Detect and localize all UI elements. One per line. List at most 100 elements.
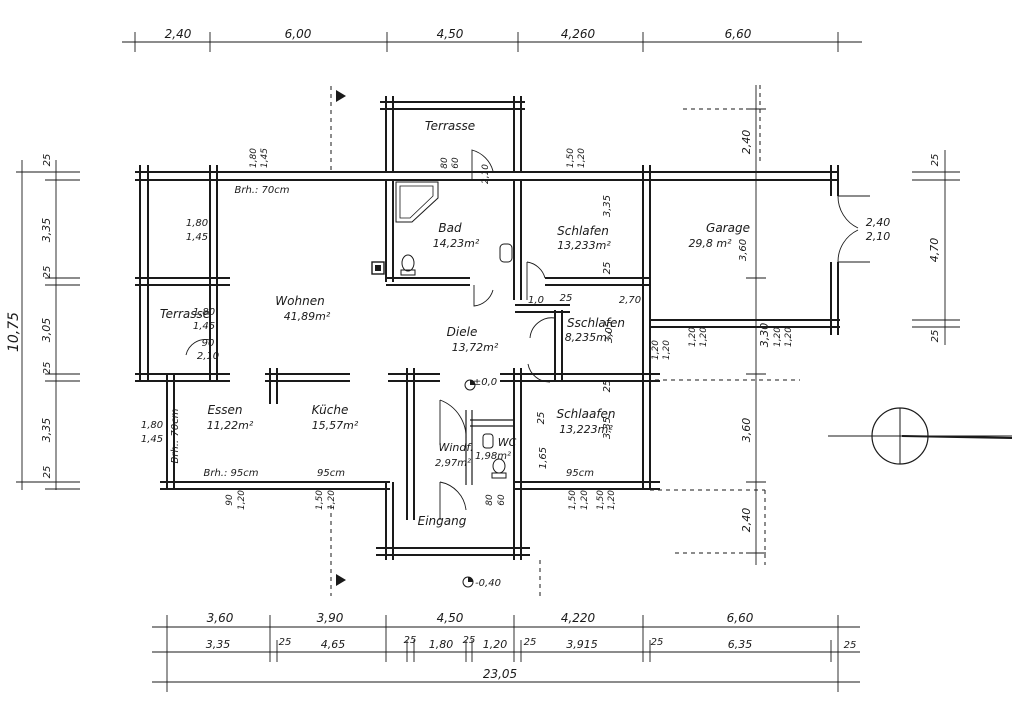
- dim-schlafen-270: 2,70: [619, 295, 641, 306]
- dim-bottom2-2: 25: [279, 637, 292, 648]
- shower-icon: [395, 181, 439, 223]
- dim-schlafen-25: 25: [560, 293, 573, 304]
- room-labels: Terrasse Bad 14,23m² Schlafen 13,233m² G…: [160, 119, 750, 528]
- annotations: Brh.: 70cm Brh.: 70cm Brh.: 95cm 95cm 95…: [141, 148, 890, 589]
- room-windfang-area: 2,97m²: [435, 458, 471, 469]
- sill-95-b: 95cm: [566, 468, 594, 479]
- svg-text:1,80: 1,80: [186, 218, 208, 229]
- dim-sschlafen-305: 3,05: [604, 321, 615, 343]
- dim-schlafen-10: 1,0: [528, 295, 544, 306]
- window-label-sschlafen-right: 1,20 1,20: [651, 340, 672, 360]
- dim-wc-165: 1,65: [538, 447, 549, 469]
- door-label-garage: 2,40 2,10: [866, 216, 891, 243]
- svg-text:1,50: 1,50: [596, 490, 606, 510]
- svg-text:2,10: 2,10: [866, 230, 891, 243]
- doors: [185, 149, 870, 520]
- svg-text:1,80: 1,80: [141, 420, 163, 431]
- dim-bottom2-9: 3,915: [566, 638, 598, 651]
- svg-text:1,20: 1,20: [237, 490, 247, 510]
- room-eingang: Eingang: [418, 514, 467, 528]
- room-sschlafen-area: 8,235m²: [565, 331, 612, 344]
- room-diele: Diele: [447, 325, 478, 339]
- right-outer-dimension-chain: 25 4,70 25: [912, 150, 960, 345]
- dim-garage-360: 3,60: [738, 239, 749, 261]
- svg-text:1,45: 1,45: [260, 148, 270, 168]
- top-dimension-chain: 2,40 6,00 4,50 4,260 6,60: [122, 27, 862, 52]
- dim-left-7: 25: [42, 466, 53, 479]
- dim-bottom-total: 23,05: [483, 667, 517, 681]
- walls: [135, 96, 840, 560]
- svg-text:1,80: 1,80: [193, 307, 215, 318]
- room-terrasse-left: Terrasse: [160, 307, 210, 321]
- door-label-wc: 80 60: [485, 494, 507, 506]
- room-schlafen-1-area: 13,233m²: [557, 239, 611, 252]
- dim-left-5: 25: [42, 362, 53, 375]
- window-label-garage-b: 1,20 1,20: [773, 327, 794, 347]
- room-garage: Garage: [706, 221, 750, 235]
- svg-text:60: 60: [451, 157, 461, 169]
- window-label-bad-extra: 1,50 1,20: [596, 490, 617, 510]
- room-bad-area: 14,23m²: [433, 237, 480, 250]
- dim-right-outer-2: 4,70: [928, 238, 941, 263]
- window-label-top-a: 1,80 1,45: [249, 148, 270, 168]
- svg-text:80: 80: [485, 494, 495, 506]
- room-bad: Bad: [438, 221, 462, 235]
- dim-right-5: 2,40: [740, 508, 753, 533]
- svg-text:1,20: 1,20: [327, 490, 337, 510]
- dim-top-4: 4,260: [561, 27, 596, 41]
- dim-schlafen-335: 3,35: [602, 195, 613, 217]
- svg-text:80: 80: [440, 157, 450, 169]
- room-diele-area: 13,72m²: [452, 341, 499, 354]
- door-label-terrasse: 90 2,10: [197, 338, 219, 362]
- elevation-zero: ±0,0: [473, 377, 497, 388]
- dim-bottom1-5: 6,60: [727, 611, 754, 625]
- sill-95-a: 95cm: [317, 468, 345, 479]
- sill-height-top: Brh.: 70cm: [235, 185, 290, 196]
- room-schlafen-3: Schlaafen: [556, 407, 615, 421]
- dim-top-3: 4,50: [437, 27, 464, 41]
- svg-text:1,20: 1,20: [784, 327, 794, 347]
- dim-bottom2-11: 6,35: [728, 638, 753, 651]
- dim-right-outer-1: 25: [930, 154, 941, 167]
- room-wohnen-area: 41,89m²: [284, 310, 331, 323]
- sill-height-bottom: Brh.: 95cm: [204, 468, 259, 479]
- dim-schlafen3-335: 3,35: [602, 417, 613, 439]
- window-label-left-b: 1,80 1,45: [193, 307, 215, 332]
- room-kueche: Küche: [312, 403, 349, 417]
- dim-schlafen3-25b: 25: [536, 412, 547, 425]
- room-schlafen-1: Schlafen: [557, 224, 609, 238]
- dim-bottom2-8: 25: [524, 637, 537, 648]
- room-wc: WC: [498, 436, 517, 449]
- dim-left-3: 25: [42, 266, 53, 279]
- dim-left-1: 25: [42, 154, 53, 167]
- svg-text:1,45: 1,45: [186, 232, 208, 243]
- north-arrow-icon: [828, 407, 1013, 465]
- door-label-bad: 80 60 2,10: [440, 157, 491, 184]
- dim-right-4: 3,60: [740, 418, 753, 443]
- dim-bottom2-5: 1,80: [429, 638, 454, 651]
- svg-text:2,10: 2,10: [197, 351, 219, 362]
- dim-right-1: 2,40: [740, 130, 753, 155]
- elevation-entry: -0,40: [475, 578, 501, 589]
- svg-text:1,20: 1,20: [577, 148, 587, 168]
- svg-text:90: 90: [225, 494, 235, 506]
- svg-text:1,50: 1,50: [315, 490, 325, 510]
- left-dimension-chain: 10,75 25 3,35 25 3,05 25 3,35 25: [6, 154, 80, 490]
- dim-schlafen-25b: 25: [602, 262, 613, 275]
- room-essen: Essen: [207, 403, 242, 417]
- section-marker-top: [336, 90, 346, 102]
- fixtures: [371, 181, 513, 588]
- dim-left-2: 3,35: [40, 218, 53, 243]
- section-marker-bottom: [336, 574, 346, 586]
- room-sschlafen: Sschlafen: [567, 316, 625, 330]
- svg-text:90: 90: [202, 338, 215, 349]
- svg-text:1,45: 1,45: [141, 434, 163, 445]
- dim-bottom2-3: 4,65: [321, 638, 346, 651]
- toilet-icon: [401, 254, 415, 272]
- svg-text:1,20: 1,20: [607, 490, 617, 510]
- dim-bottom2-12: 25: [844, 640, 857, 651]
- room-wc-area: 1,98m²: [475, 451, 511, 462]
- room-schlafen-3-area: 13,223m²: [559, 423, 613, 436]
- dim-bottom2-4: 25: [404, 635, 417, 646]
